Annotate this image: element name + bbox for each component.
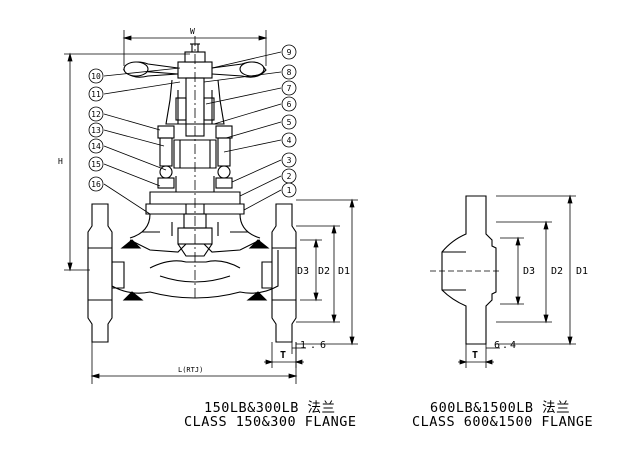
left-flange — [87, 203, 125, 343]
balloon-4: 4 — [287, 136, 292, 145]
dimension-w — [122, 30, 268, 66]
dim-d1-left: D1 — [338, 266, 350, 277]
balloon-16: 16 — [91, 180, 101, 189]
dim-d3-left: D3 — [297, 266, 309, 277]
balloon-8: 8 — [287, 68, 292, 77]
right-view-diameters — [458, 194, 576, 368]
dim-t-left: T — [280, 350, 286, 361]
balloon-3: 3 — [287, 156, 292, 165]
balloon-11: 11 — [91, 90, 101, 99]
left-view-diameters — [264, 198, 358, 368]
flange-detail — [430, 195, 500, 345]
balloon-labels: 9 8 7 6 5 4 3 2 1 10 11 12 13 14 15 16 — [91, 48, 291, 195]
dim-d1-right: D1 — [576, 266, 588, 277]
balloon-9: 9 — [287, 48, 292, 57]
balloon-1: 1 — [287, 186, 292, 195]
dim-w-label: W — [190, 27, 195, 36]
bonnet — [145, 176, 245, 215]
balloon-2: 2 — [287, 172, 292, 181]
balloon-7: 7 — [287, 84, 292, 93]
caption-right-line2: CLASS 600&1500 FLANGE — [412, 414, 594, 430]
caption-right-line1: 600LB&1500LB 法兰 — [430, 400, 571, 416]
balloon-14: 14 — [91, 142, 101, 151]
balloon-5: 5 — [287, 118, 292, 127]
dimension-h — [64, 52, 190, 272]
balloon-10: 10 — [91, 72, 101, 81]
dim-thickness-left: 1.6 — [300, 340, 330, 351]
dim-d3-right: D3 — [523, 266, 535, 277]
valve-assembly — [87, 36, 297, 343]
balloon-12: 12 — [91, 110, 101, 119]
dim-l-label: L(RTJ) — [178, 366, 203, 374]
balloon-callouts — [88, 44, 297, 215]
dim-thickness-right: 6.4 — [494, 340, 518, 351]
dim-d2-right: D2 — [551, 266, 563, 277]
dimension-l — [90, 342, 298, 384]
dim-d2-left: D2 — [318, 266, 330, 277]
caption-left-line1: 150LB&300LB 法兰 — [204, 400, 336, 416]
dim-h-label: H — [58, 157, 63, 166]
valve-body — [111, 204, 279, 301]
balloon-15: 15 — [91, 160, 101, 169]
right-flange — [261, 203, 297, 343]
caption-left-line2: CLASS 150&300 FLANGE — [184, 414, 357, 430]
gland-bolts — [157, 125, 233, 189]
balloon-6: 6 — [287, 100, 292, 109]
yoke — [165, 77, 225, 137]
dim-t-right: T — [472, 350, 478, 361]
balloon-13: 13 — [91, 126, 101, 135]
